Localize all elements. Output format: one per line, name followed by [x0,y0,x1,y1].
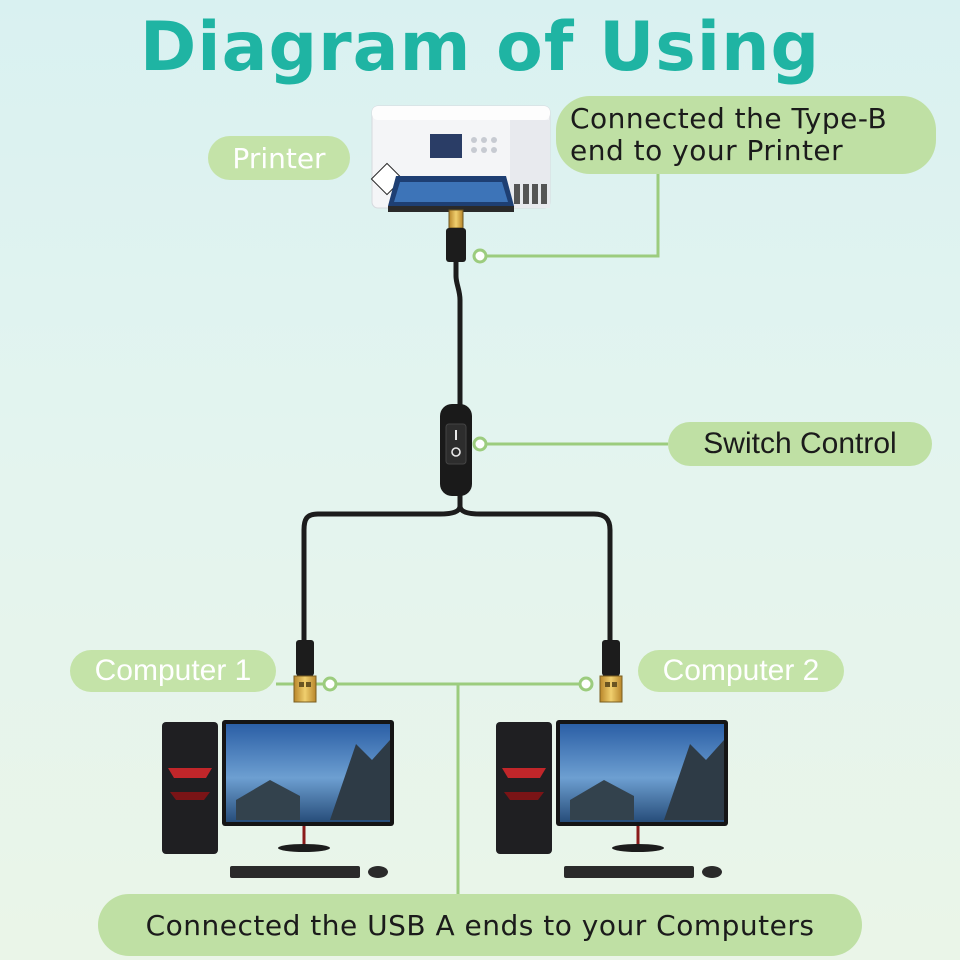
callout-connector-lines [276,174,668,894]
computer-1-icon [162,720,394,878]
computer-1-label-text: Computer 1 [94,654,252,687]
type-b-callout: Connected the Type-B end to your Printer [556,96,936,174]
type-b-callout-line2: end to your Printer [570,134,844,167]
switch-dot [472,436,488,452]
usb-a-plug-1 [293,640,317,703]
printer-label-text: Printer [232,141,326,175]
connector-dots [322,248,594,692]
switch-control-label: Switch Control [668,422,932,466]
type-b-dot [472,248,488,264]
computer-2-dot [578,676,594,692]
type-b-connector-line [480,174,660,258]
type-b-callout-line1: Connected the Type-B [570,102,888,135]
usb-a-plug-2 [599,640,623,703]
computer-2-label: Computer 2 [638,650,844,692]
usb-cable [301,209,613,643]
computer-2-label-text: Computer 2 [662,654,820,687]
computer-2-icon [496,720,728,878]
printer-label: Printer [208,136,350,180]
switch-control-label-text: Switch Control [703,427,897,460]
computer-1-label: Computer 1 [70,650,276,692]
usb-a-callout-text: Connected the USB A ends to your Compute… [145,908,815,942]
switch-control-icon [440,404,472,496]
computer-1-dot [322,676,338,692]
diagram-title: Diagram of Using [139,8,821,87]
printer-icon [370,105,551,212]
usb-a-callout: Connected the USB A ends to your Compute… [98,894,862,956]
